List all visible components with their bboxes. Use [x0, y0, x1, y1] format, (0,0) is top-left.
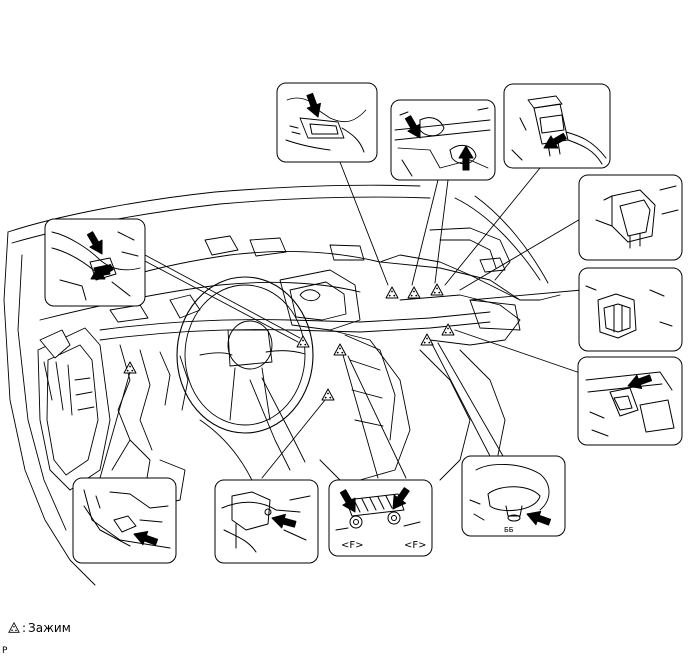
front-mark-right: <F> — [404, 540, 427, 551]
dashboard-body — [3, 184, 561, 586]
clamp-marker-top-3 — [430, 283, 444, 296]
clamp-marker-top-1 — [385, 286, 399, 299]
clamp-marker-center-lower — [321, 388, 335, 401]
legend: : Зажим — [8, 621, 71, 635]
detail-box-upper-clip-rail — [390, 99, 496, 181]
detail-box-front-clips — [328, 479, 433, 557]
detail-box-left-connector — [44, 218, 146, 307]
clamp-marker-right-1 — [420, 333, 434, 346]
figure-code: P — [2, 646, 8, 656]
detail-box-floor-clip — [72, 477, 177, 564]
legend-separator: : — [22, 621, 27, 635]
clamp-marker-center — [333, 343, 347, 356]
clamp-triangle-icon — [8, 622, 20, 633]
clamp-marker-left-lower — [123, 361, 137, 374]
front-mark-left: <F> — [341, 540, 364, 551]
detail-box-column-clip — [214, 479, 319, 564]
detail-box-right-lower-clip — [577, 356, 683, 446]
leader-lines — [99, 161, 587, 479]
detail-box-bracket-clip — [578, 174, 683, 261]
clamp-markers — [123, 283, 455, 401]
legend-label: Зажим — [28, 621, 71, 635]
svg-text:ББ: ББ — [504, 526, 514, 534]
detail-box-relay-connector — [503, 83, 611, 169]
clamp-marker-top-2 — [407, 286, 421, 299]
detail-box-upper-connector — [276, 82, 378, 163]
detail-box-round-clip: ББ — [461, 455, 566, 537]
detail-box-slotted-clip — [578, 267, 683, 352]
